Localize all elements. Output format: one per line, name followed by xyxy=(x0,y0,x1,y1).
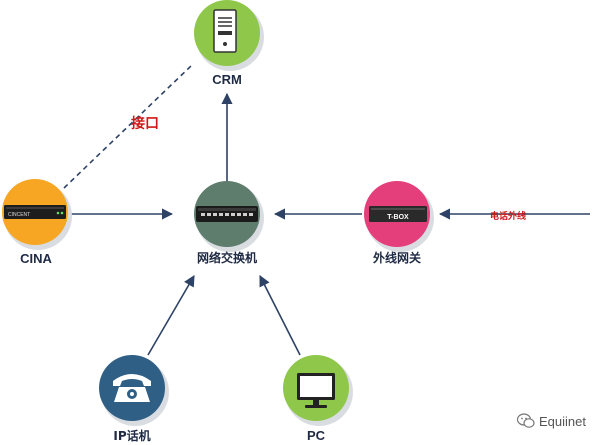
interface-label: 接口 xyxy=(131,115,159,132)
telephone-icon xyxy=(113,374,151,402)
edge-cina-to-crm-dashed xyxy=(63,64,193,189)
rack-device-icon: CINCENT xyxy=(4,205,66,219)
server-tower-icon xyxy=(213,9,237,53)
network-switch-icon xyxy=(196,206,258,222)
ipphone-label: IP话机 xyxy=(113,428,150,443)
gateway-node[interactable]: T-BOX xyxy=(364,181,434,252)
gateway-device-text: T-BOX xyxy=(387,214,409,221)
crm-label: CRM xyxy=(212,72,242,87)
cina-label: CINA xyxy=(20,251,52,266)
gateway-label: 外线网关 xyxy=(373,250,421,265)
switch-label: 网络交换机 xyxy=(197,250,257,265)
edge-pc-to-switch xyxy=(259,275,301,356)
watermark: Equiinet xyxy=(517,413,586,429)
cina-node[interactable]: CINCENT xyxy=(2,179,72,250)
wechat-icon xyxy=(517,413,535,428)
watermark-text: Equiinet xyxy=(539,413,586,429)
external-call-label: 电话外线 xyxy=(490,210,526,222)
ipphone-node[interactable] xyxy=(99,355,169,426)
edge-ipphone-to-switch xyxy=(147,275,195,356)
crm-node[interactable] xyxy=(194,0,264,71)
pc-label: PC xyxy=(307,428,326,443)
switch-node[interactable] xyxy=(194,181,264,252)
monitor-icon xyxy=(297,373,335,408)
pc-node[interactable] xyxy=(283,355,353,426)
cina-device-text: CINCENT xyxy=(8,212,30,218)
t-box-icon: T-BOX xyxy=(369,206,427,222)
